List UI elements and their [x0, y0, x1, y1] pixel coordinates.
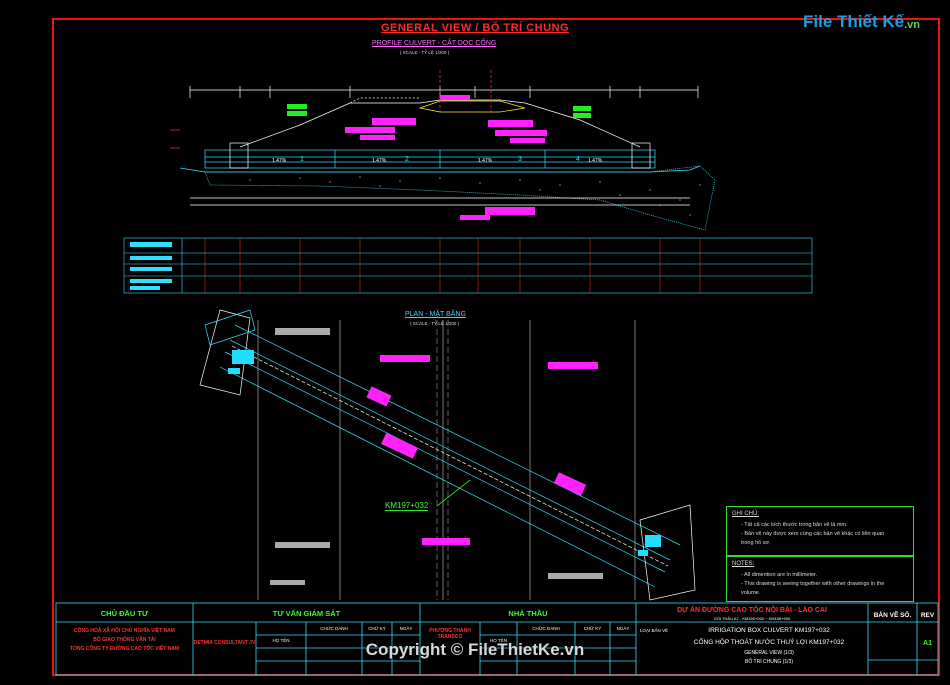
drawing-type-label: LOẠI BẢN VẼ	[640, 628, 669, 633]
profile-view	[170, 70, 716, 231]
notes-en-heading: NOTES:	[732, 561, 755, 567]
segment-2: 2	[405, 156, 409, 163]
contractor-name: PHƯƠNG THÀNH TRANSCO	[429, 628, 471, 640]
plan-scale: ( SCALE - TỶ LỆ 1/200 )	[410, 321, 460, 326]
notes-vi-line: - Tất cả các kích thước trong bản vẽ là …	[741, 522, 848, 528]
notes-vi-line: trong hồ sơ.	[741, 540, 771, 546]
role-label: CHỮ KÝ	[368, 626, 386, 631]
slope-2: 1.47%	[372, 158, 387, 164]
notes-vi-box: GHI CHÚ: - Tất cả các kích thước trong b…	[726, 506, 914, 556]
rev-label: REV	[920, 612, 935, 619]
profile-scale: ( SCALE - TỶ LỆ 1/200 )	[400, 50, 450, 55]
consultant-name: DETMIA CONSULTANT JV	[193, 640, 256, 646]
owner-line: TỔNG CÔNG TY ĐƯỜNG CAO TỐC VIỆT NAM	[69, 646, 180, 652]
project-title: DỰ ÁN ĐƯỜNG CAO TỐC NỘI BÀI - LÀO CAI	[677, 607, 827, 614]
drawing-title: GENERAL VIEW / BỐ TRÍ CHUNG	[380, 22, 570, 34]
role-label: HỌ TÊN	[490, 638, 507, 643]
copyright-watermark: Copyright © FileThietKe.vn	[365, 640, 585, 659]
station-label: KM197+032	[385, 501, 429, 511]
slope-1: 1.47%	[272, 158, 287, 164]
role-label: CHỮ KÝ	[583, 626, 602, 631]
owner-line: CỘNG HOÀ XÃ HỘI CHỦ NGHĨA VIỆT NAM	[74, 628, 175, 634]
notes-en-line: volume.	[741, 590, 761, 596]
segment-4: 4	[576, 156, 580, 163]
owner-line: BỘ GIAO THÔNG VẬN TẢI	[93, 637, 156, 643]
title-block-grid	[55, 602, 939, 676]
contractor-header: NHÀ THẦU	[508, 609, 548, 618]
logo-brand: File Thiết Kế	[803, 12, 905, 31]
notes-vi-line: - Bản vẽ này được xem cùng các bản vẽ kh…	[741, 531, 885, 537]
slope-3: 1.47%	[478, 158, 493, 164]
role-label: CHỨC DANH	[532, 626, 560, 631]
role-label: HỌ TÊN	[272, 638, 290, 643]
notes-en-line: - All dimention are in millimeter.	[741, 572, 818, 578]
logo-domain: .vn	[904, 19, 920, 31]
role-label: NGÀY	[399, 626, 413, 631]
plan-title: PLAN - MẶT BẰNG	[405, 311, 466, 318]
sheet-title-vi: BỐ TRÍ CHUNG (1/3)	[745, 659, 793, 665]
segment-1: 1	[300, 156, 304, 163]
project-sub: GÓI THẦU A7 - KM150+000 ~ KM198+000	[713, 616, 791, 621]
plan-view	[199, 309, 696, 601]
profile-data-table	[123, 237, 813, 294]
drawing-title-en: IRRIGATION BOX CULVERT KM197+032	[708, 627, 830, 634]
sheet-no-label: BẢN VẼ SỐ.	[873, 612, 912, 619]
segment-3: 3	[518, 156, 522, 163]
notes-en-line: - This drawing is seeing together with o…	[741, 581, 885, 587]
slope-4: 1.47%	[588, 158, 603, 164]
profile-title: PROFILE CULVERT - CẮT DỌC CỐNG	[372, 40, 497, 47]
owner-header: CHỦ ĐẦU TƯ	[100, 609, 149, 618]
rev-value: A1	[923, 640, 932, 647]
role-label: NGÀY	[616, 626, 630, 631]
notes-vi-heading: GHI CHÚ:	[732, 511, 759, 517]
consultant-header: TƯ VẤN GIÁM SÁT	[272, 609, 341, 618]
drawing-title-vi: CỐNG HỘP THOÁT NƯỚC THUỶ LỢI KM197+032	[693, 639, 845, 646]
sheet-title-en: GENERAL VIEW (1/3)	[744, 650, 794, 656]
notes-en-box: NOTES: - All dimention are in millimeter…	[726, 556, 914, 602]
role-label: CHỨC DANH	[320, 626, 348, 631]
site-logo[interactable]: File Thiết Kế .vn	[803, 12, 920, 32]
